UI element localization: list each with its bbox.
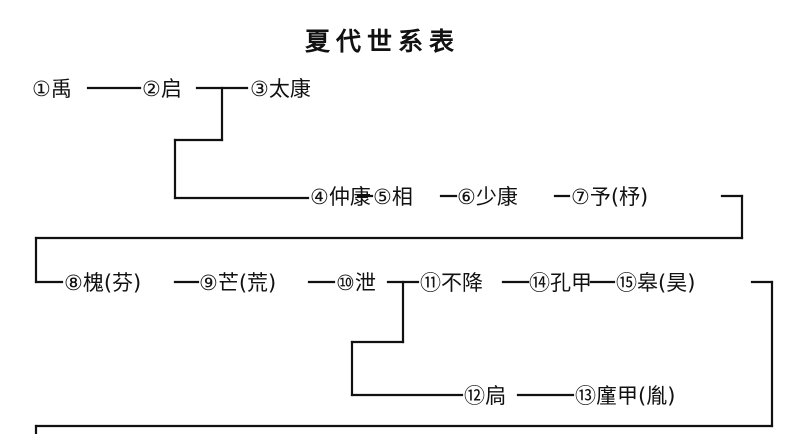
node-14: ⑭孔甲 — [529, 271, 592, 295]
node-6: ⑥少康 — [457, 185, 518, 209]
connector-lines — [34, 86, 774, 434]
node-4: ④仲康 — [310, 185, 371, 209]
node-13: ⑬廑甲(胤) — [575, 384, 675, 408]
node-8: ⑧槐(芬) — [64, 271, 141, 295]
lineage-nodes: ①禹 ②启 ③太康 ④仲康 ⑤相 ⑥少康 ⑦予(杼) ⑧槐(芬) ⑨芒(荒) ⑩… — [32, 77, 695, 408]
node-2: ②启 — [142, 77, 182, 101]
node-3: ③太康 — [250, 77, 311, 101]
node-9: ⑨芒(荒) — [199, 271, 276, 295]
node-12: ⑫扃 — [464, 384, 506, 408]
diagram-title: 夏代世系表 — [305, 27, 460, 56]
node-11: ⑪不降 — [420, 271, 483, 295]
node-7: ⑦予(杼) — [571, 185, 648, 209]
node-5: ⑤相 — [373, 185, 413, 209]
node-1: ①禹 — [32, 77, 72, 101]
node-10: ⑩泄 — [336, 271, 376, 295]
node-15: ⑮皋(昊) — [616, 271, 695, 295]
